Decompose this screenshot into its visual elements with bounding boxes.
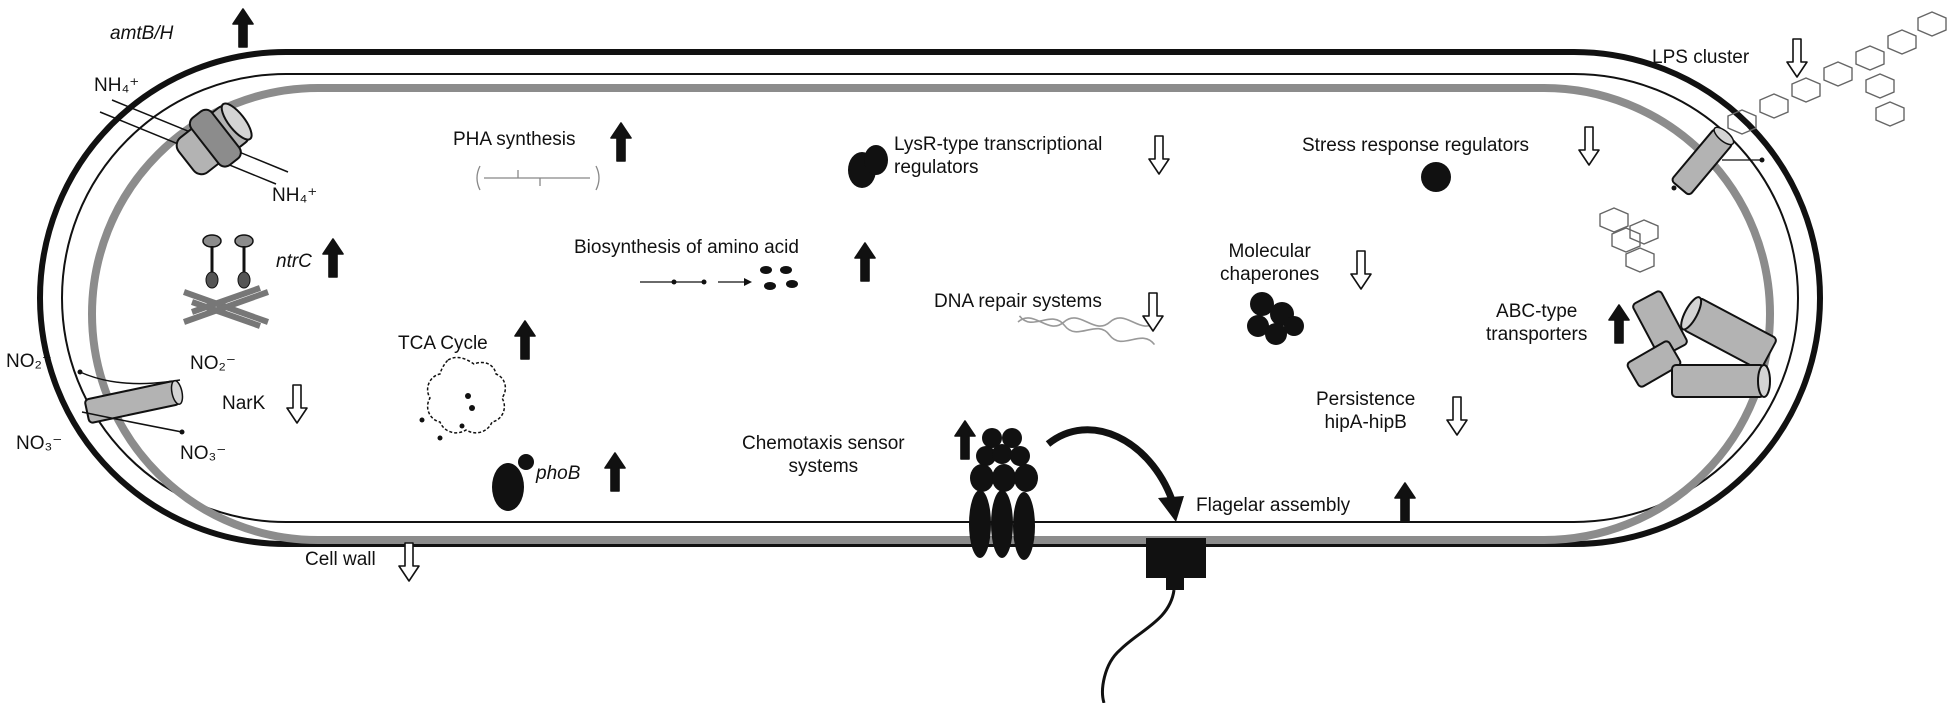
phob-blob [492,454,534,511]
molchap-regulation-arrow [1350,250,1372,290]
cell-wall-line [61,73,1799,523]
phob-label: phoB [536,463,581,484]
no3-inside-label: NO₃⁻ [180,443,227,464]
up-arrow-icon [604,452,626,492]
molchap-label-line2: chaperones [1220,264,1320,285]
lps-regulation-arrow [1786,38,1808,78]
down-arrow-icon [1148,135,1170,175]
flagellar-assembly-label: Flagelar assembly [1196,495,1351,516]
stress-response-label: Stress response regulators [1302,135,1530,156]
abc-transporters-label: ABC-type transporters [1486,300,1587,346]
lysr-blob [848,145,888,188]
nark-regulation-arrow [286,384,308,424]
biosynthesis-regulation-arrow [854,242,876,282]
amtbh-transporter [99,99,289,185]
down-arrow-icon [1446,396,1468,436]
cell-wall-label: Cell wall [305,549,376,570]
tca-cycle-icon [419,356,507,441]
molchap-label-line1: Molecular [1228,241,1311,262]
pha-regulation-arrow [610,122,632,162]
outer-membrane [37,49,1823,547]
amtbh-regulation-arrow [232,8,254,48]
up-arrow-icon [514,320,536,360]
down-arrow-icon [286,384,308,424]
chemotaxis-label: Chemotaxis sensor systems [742,432,905,478]
lps-chain-inner [1599,207,1659,273]
nh4-outside-label: NH₄⁺ [94,75,140,96]
molecular-chaperones-label: Molecular chaperones [1220,240,1319,286]
ntrc-regulation-arrow [322,238,344,278]
up-arrow-icon [854,242,876,282]
nh4-inside-label: NH₄⁺ [272,185,318,206]
up-arrow-icon [954,420,976,460]
nark-transporter [77,369,185,435]
pha-structure-icon [476,165,600,191]
lps-transporter [1671,126,1765,196]
flag-regulation-arrow [1394,482,1416,522]
ntrc-label: ntrC [276,251,312,272]
dna-helix-icon [1017,315,1157,346]
lysr-label-line1: LysR-type transcriptional [894,134,1103,155]
persistence-regulation-arrow [1446,396,1468,436]
down-arrow-icon [398,542,420,582]
persistence-label: Persistence hipA-hipB [1316,388,1415,434]
cellwall-regulation-arrow [398,542,420,582]
signal-arrow [1045,426,1184,522]
nark-label: NarK [222,393,266,414]
dna-regulation-arrow [1142,292,1164,332]
flagellum [1101,538,1206,703]
inner-membrane [88,84,1774,544]
lysr-label: LysR-type transcriptional regulators [894,133,1102,179]
abc-label-line1: ABC-type [1496,301,1578,322]
abc-transporters [1626,290,1777,398]
biosynthesis-label: Biosynthesis of amino acid [574,237,799,258]
ntrc-icon [182,234,270,329]
lysr-label-line2: regulators [894,157,979,178]
lps-cluster-label: LPS cluster [1652,47,1750,68]
down-arrow-icon [1350,250,1372,290]
biosynthesis-icon [640,266,798,290]
stress-regulation-arrow [1578,126,1600,166]
chemo-label-line2: systems [788,456,859,477]
persistence-label-line1: Persistence [1316,389,1416,410]
pha-synthesis-label: PHA synthesis [453,129,576,150]
no3-outside-label: NO₃⁻ [16,433,63,454]
tca-cycle-label: TCA Cycle [398,333,488,354]
persistence-label-line2: hipA-hipB [1324,412,1407,433]
chemo-regulation-arrow [954,420,976,460]
up-arrow-icon [1394,482,1416,522]
tca-regulation-arrow [514,320,536,360]
no2-inside-label: NO₂⁻ [190,353,236,374]
abc-label-line2: transporters [1486,324,1588,345]
amtbh-label: amtB/H [110,23,174,44]
stress-regulator-dot [1421,162,1451,192]
up-arrow-icon [610,122,632,162]
abc-regulation-arrow [1608,304,1630,344]
chemo-label-line1: Chemotaxis sensor [742,433,905,454]
no2-outside-label: NO₂⁻ [6,351,52,372]
chaperone-cluster [1247,292,1304,345]
down-arrow-icon [1786,38,1808,78]
up-arrow-icon [1608,304,1630,344]
chemotaxis-complex [969,428,1038,560]
lps-chain-outer [1727,11,1947,135]
phob-regulation-arrow [604,452,626,492]
down-arrow-icon [1142,292,1164,332]
down-arrow-icon [1578,126,1600,166]
up-arrow-icon [232,8,254,48]
lysr-regulation-arrow [1148,135,1170,175]
up-arrow-icon [322,238,344,278]
dna-repair-label: DNA repair systems [934,291,1102,312]
